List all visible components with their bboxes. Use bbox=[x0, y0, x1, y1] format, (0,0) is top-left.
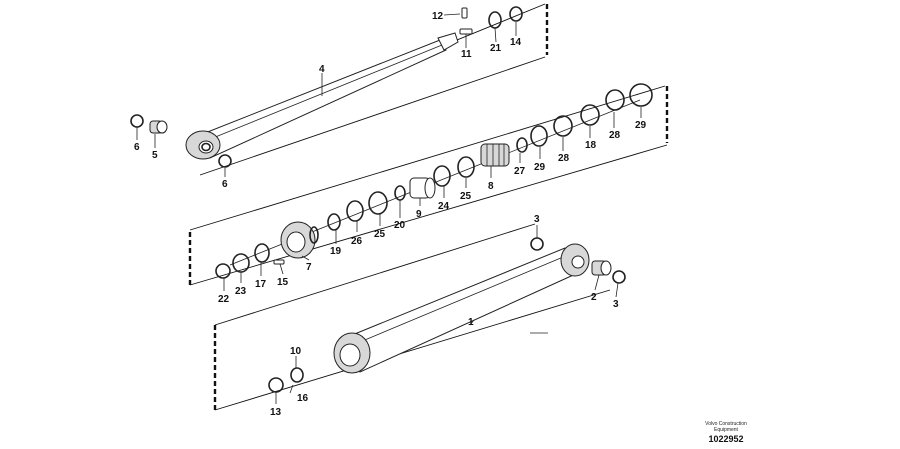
label-23: 23 bbox=[235, 286, 247, 297]
leader-lines bbox=[136, 13, 642, 404]
label-28-right: 28 bbox=[609, 130, 621, 141]
document-number: 1022952 bbox=[708, 434, 744, 444]
label-29-left: 29 bbox=[534, 162, 546, 173]
label-15: 15 bbox=[277, 277, 289, 288]
rod-end-small-parts bbox=[459, 6, 523, 35]
rod-eye-parts bbox=[130, 114, 232, 168]
label-22: 22 bbox=[218, 294, 230, 305]
label-19: 19 bbox=[330, 246, 342, 257]
label-13: 13 bbox=[270, 407, 282, 418]
label-21: 21 bbox=[490, 43, 502, 54]
piston bbox=[480, 143, 510, 167]
seal-rings bbox=[215, 83, 653, 279]
label-17: 17 bbox=[255, 279, 267, 290]
piston-rod bbox=[185, 32, 459, 160]
credit-line-2: Equipment bbox=[714, 427, 738, 433]
label-4: 4 bbox=[319, 64, 325, 75]
label-3-top: 3 bbox=[534, 214, 540, 225]
label-8: 8 bbox=[488, 181, 494, 192]
tube-end-parts bbox=[268, 237, 626, 393]
label-24: 24 bbox=[438, 201, 450, 212]
cylinder-head bbox=[273, 221, 319, 265]
label-3-bottom: 3 bbox=[613, 299, 619, 310]
label-16: 16 bbox=[297, 393, 309, 404]
label-2: 2 bbox=[591, 292, 597, 303]
label-1: 1 bbox=[468, 317, 474, 328]
label-10: 10 bbox=[290, 346, 302, 357]
part-labels: 12 11 21 14 4 6 5 6 29 28 18 28 29 27 8 … bbox=[134, 11, 647, 418]
label-27: 27 bbox=[514, 166, 526, 177]
label-20: 20 bbox=[394, 220, 406, 231]
credit-line-1: Volvo Construction bbox=[705, 421, 747, 427]
manufacturer-credit: Volvo Construction Equipment bbox=[686, 421, 766, 433]
label-11: 11 bbox=[461, 49, 472, 60]
label-6-bottom: 6 bbox=[222, 179, 228, 190]
label-7: 7 bbox=[306, 262, 312, 273]
label-25-right: 25 bbox=[460, 191, 472, 202]
label-29-right: 29 bbox=[635, 120, 647, 131]
label-5: 5 bbox=[152, 150, 158, 161]
label-9: 9 bbox=[416, 209, 422, 220]
label-28-left: 28 bbox=[558, 153, 570, 164]
label-25-left: 25 bbox=[374, 229, 386, 240]
spacer bbox=[409, 177, 436, 199]
label-14: 14 bbox=[510, 37, 522, 48]
label-6-top: 6 bbox=[134, 142, 140, 153]
label-26: 26 bbox=[351, 236, 363, 247]
cylinder-tube bbox=[333, 243, 590, 374]
label-18: 18 bbox=[585, 140, 597, 151]
label-12: 12 bbox=[432, 11, 444, 22]
